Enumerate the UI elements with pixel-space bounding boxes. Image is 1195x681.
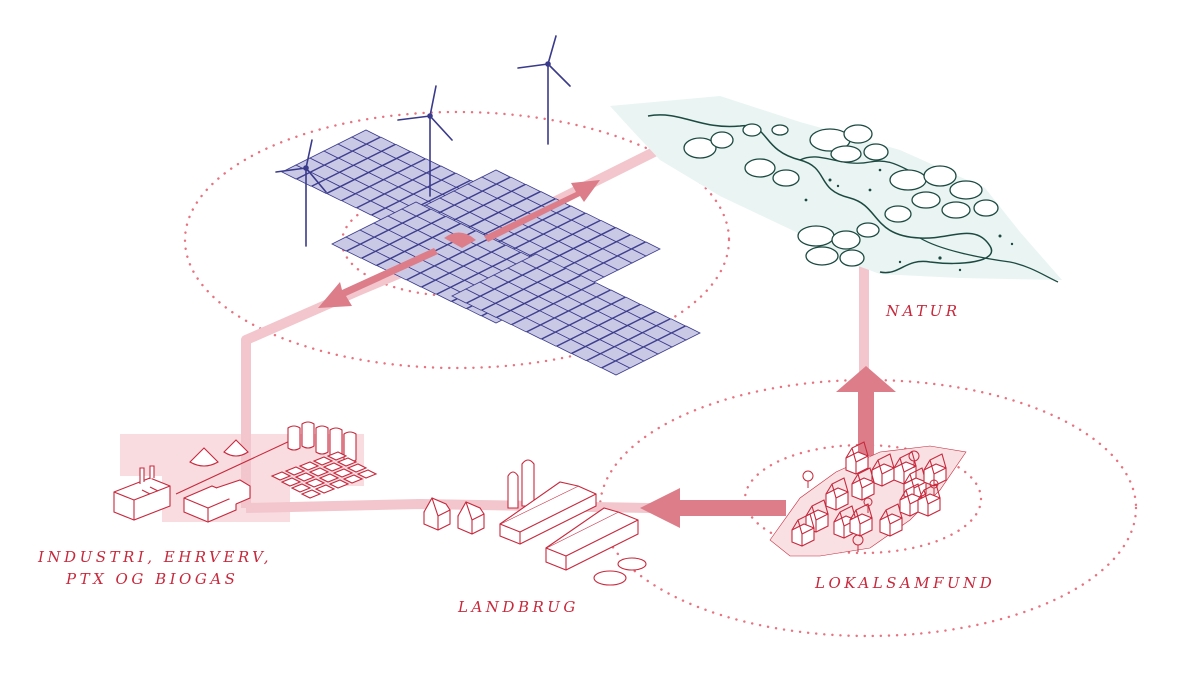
ptx-container [314,484,336,494]
label-industri: INDUSTRI, EHRVERV, PTX OG BIOGAS [38,546,272,590]
wind-turbines [275,35,571,247]
ptx-container [280,477,302,487]
ptx-container [294,472,316,482]
barn-icon [545,507,639,571]
arrow-to-industry [318,248,438,308]
house-icon [851,467,875,501]
tank-icon [593,557,647,586]
factory-icon [113,465,171,521]
ptx-container [308,467,330,477]
flow-arrows [318,180,896,528]
house-icon [893,451,917,485]
arrow-to-landbrug [640,488,786,528]
house-icon [879,503,903,537]
ptx-container [284,466,306,476]
wind-turbine-icon [275,139,327,247]
ptx-container [346,463,368,473]
silo-icon [189,439,249,467]
house-icon [423,497,451,531]
nature-area [610,96,1062,283]
ptx-container [332,468,354,478]
label-landbrug-text: LANDBRUG [458,598,579,616]
ptx-container [342,474,364,484]
ptx-container [298,461,320,471]
house-icon [917,483,941,517]
ptx-container [356,469,378,479]
energy-outer-ellipse [183,110,731,370]
label-lokalsamfund: LOKALSAMFUND [815,572,995,594]
ptx-container-grid [270,451,378,499]
community-inner-ellipse [743,443,983,555]
wetland-specks [804,168,1014,272]
energy-hub-marker [444,232,476,248]
lokalsamfund-area [769,441,967,557]
community-outer-ellipse [598,378,1138,638]
ptx-container [326,451,348,461]
tree-icon [852,534,864,552]
label-industri-line2: PTX OG BIOGAS [66,570,239,588]
village-houses [791,441,947,547]
ptx-container [336,457,358,467]
landbrug-area [423,459,647,586]
tree-icon [929,479,939,495]
tank-icon [287,421,357,463]
ptx-container [328,479,350,489]
river [647,114,993,274]
warehouse-icon [183,479,251,523]
ptx-container [318,473,340,483]
arrow-to-nature [484,180,600,242]
industry-area [113,421,378,523]
label-lokalsamfund-text: LOKALSAMFUND [815,574,996,592]
wind-turbine-icon [517,35,571,145]
ptx-container [270,471,292,481]
house-icon [845,441,869,475]
silo-icon [507,459,535,509]
house-icon [791,513,815,547]
tree-icon [683,123,999,267]
ptx-container [304,478,326,488]
label-industri-line1: INDUSTRI, EHRVERV, [38,548,273,566]
pipeline [175,439,293,495]
tree-icon [802,470,814,488]
solar-fields [281,129,701,376]
ptx-container [322,462,344,472]
label-landbrug: LANDBRUG [458,596,579,618]
house-icon [825,477,849,511]
wind-turbine-icon [397,85,453,197]
house-icon [457,501,485,535]
house-icon [849,503,873,537]
ptx-container [312,456,334,466]
ptx-container [300,489,322,499]
house-icon [871,453,895,487]
tree-icon [863,497,873,513]
label-natur-text: NATUR [886,302,961,320]
arrow-to-natur-up [836,366,896,456]
barn-icon [499,481,597,545]
tree-icon [908,450,920,468]
label-natur: NATUR [886,300,961,322]
village-trees [802,450,939,552]
house-icon [923,453,947,487]
ptx-container [290,483,312,493]
